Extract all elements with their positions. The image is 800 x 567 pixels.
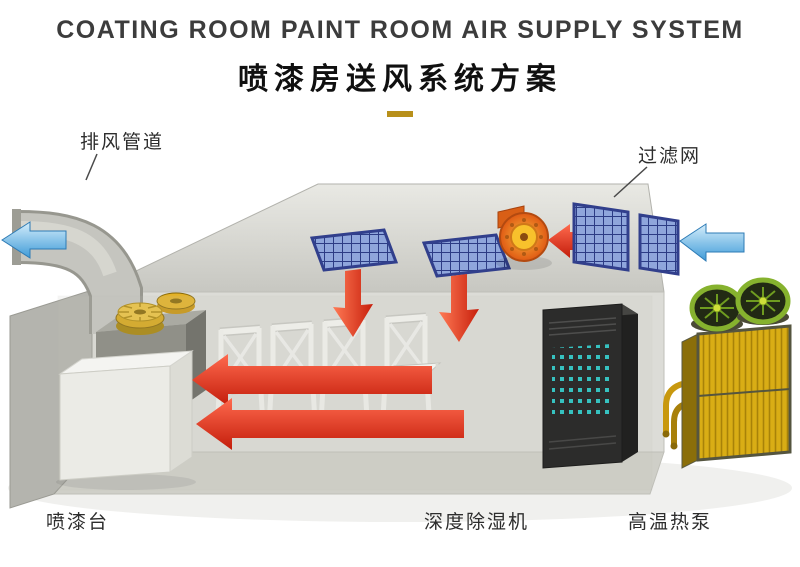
leader-line <box>613 166 648 198</box>
label-heat-pump: 高温热泵 <box>628 512 713 533</box>
dehumidifier-cabinet <box>542 303 638 469</box>
label-paint-table: 喷漆台 <box>46 512 110 533</box>
fresh-air-arrow-icon <box>679 223 745 263</box>
booth-fan-icon <box>115 302 165 335</box>
leader-line <box>85 153 98 181</box>
title-underline <box>387 111 413 117</box>
intake-filter-icon <box>572 202 630 272</box>
booth-fan-icon <box>156 292 196 314</box>
supply-air-arrow-icon <box>196 398 464 450</box>
heat-pump-fan-icon <box>689 284 745 332</box>
header: COATING ROOM PAINT ROOM AIR SUPPLY SYSTE… <box>0 16 800 117</box>
supply-air-arrow-icon <box>333 269 373 337</box>
page-title-en: COATING ROOM PAINT ROOM AIR SUPPLY SYSTE… <box>56 16 744 44</box>
label-filter-screen: 过滤网 <box>638 146 702 167</box>
blower-fan-icon <box>496 205 552 270</box>
ceiling-filter-icon <box>421 233 512 278</box>
label-dehumidifier: 深度除湿机 <box>424 512 530 533</box>
heat-pump-fan-icon <box>735 277 791 325</box>
page-title-zh: 喷漆房送风系统方案 <box>238 63 562 96</box>
fresh-air-arrow-icon <box>1 221 67 259</box>
intake-filter-icon <box>638 213 680 276</box>
supply-air-arrow-icon <box>192 354 432 406</box>
ceiling-filter-icon <box>309 228 399 272</box>
work-table <box>56 350 196 490</box>
supply-air-arrow-icon <box>439 274 479 342</box>
heat-pump-unit <box>662 277 792 469</box>
label-exhaust-duct: 排风管道 <box>80 132 165 153</box>
